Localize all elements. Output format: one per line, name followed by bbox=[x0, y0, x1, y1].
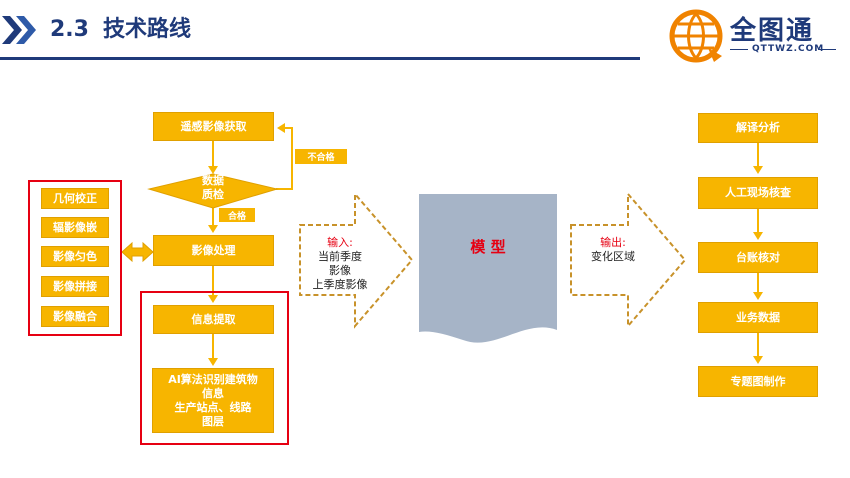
step-process: 影像处理 bbox=[153, 235, 274, 266]
input-line3: 上季度影像 bbox=[312, 278, 368, 291]
extract-frame bbox=[140, 291, 289, 445]
decision-line2: 质检 bbox=[202, 188, 224, 201]
right-item-3: 台账核对 bbox=[698, 242, 818, 273]
input-text: 输入: 当前季度 影像 上季度影像 bbox=[302, 236, 378, 292]
input-line1: 当前季度 bbox=[318, 250, 362, 263]
decision-diamond bbox=[147, 173, 279, 209]
right-item-1: 解译分析 bbox=[698, 113, 818, 143]
left-item-2: 辐影像嵌 bbox=[41, 217, 109, 238]
step-ai-line2: 信息 bbox=[202, 386, 224, 400]
logo-url-rule-right bbox=[818, 49, 836, 50]
output-line1: 变化区域 bbox=[591, 250, 635, 263]
section-number: 2.3 bbox=[50, 17, 89, 42]
page-title: 2.3 技术路线 bbox=[50, 11, 191, 43]
model-label: 模 型 bbox=[470, 238, 506, 256]
step-ai-line4: 图层 bbox=[202, 414, 224, 428]
left-item-4: 影像拼接 bbox=[41, 276, 109, 297]
step-ai: AI算法识别建筑物 信息 生产站点、线路 图层 bbox=[152, 368, 274, 433]
step-acquire: 遥感影像获取 bbox=[153, 112, 274, 141]
right-item-2: 人工现场核查 bbox=[698, 177, 818, 209]
input-arrow-shape bbox=[299, 191, 414, 329]
left-item-5: 影像融合 bbox=[41, 306, 109, 327]
decision-line1: 数据 bbox=[202, 174, 224, 187]
logo-name: 全图通 bbox=[730, 16, 815, 46]
input-label: 输入: bbox=[327, 236, 353, 249]
pass-tag: 合格 bbox=[219, 208, 255, 222]
left-item-1: 几何校正 bbox=[41, 188, 109, 209]
logo-url: QTTWZ.COM bbox=[752, 44, 825, 54]
decision-text: 数据 质检 bbox=[193, 174, 233, 202]
header-rule bbox=[0, 57, 640, 60]
output-text: 输出: 变化区域 bbox=[578, 236, 648, 264]
model-shape bbox=[419, 194, 557, 343]
reject-tag: 不合格 bbox=[295, 149, 347, 164]
left-item-3: 影像匀色 bbox=[41, 246, 109, 267]
input-line2: 影像 bbox=[329, 264, 351, 277]
step-extract: 信息提取 bbox=[153, 305, 274, 334]
output-label: 输出: bbox=[600, 236, 626, 249]
step-ai-line1: AI算法识别建筑物 bbox=[168, 372, 258, 386]
section-title: 技术路线 bbox=[102, 17, 191, 42]
globe-logo-icon bbox=[669, 9, 723, 63]
step-ai-line3: 生产站点、线路 bbox=[174, 400, 252, 414]
right-item-4: 业务数据 bbox=[698, 302, 818, 333]
right-item-5: 专题图制作 bbox=[698, 366, 818, 397]
preprocess-frame bbox=[28, 180, 122, 336]
output-arrow-shape bbox=[570, 191, 687, 329]
header-chevrons-icon bbox=[2, 16, 36, 44]
logo-url-rule-left bbox=[730, 49, 748, 50]
double-arrow bbox=[121, 241, 154, 263]
